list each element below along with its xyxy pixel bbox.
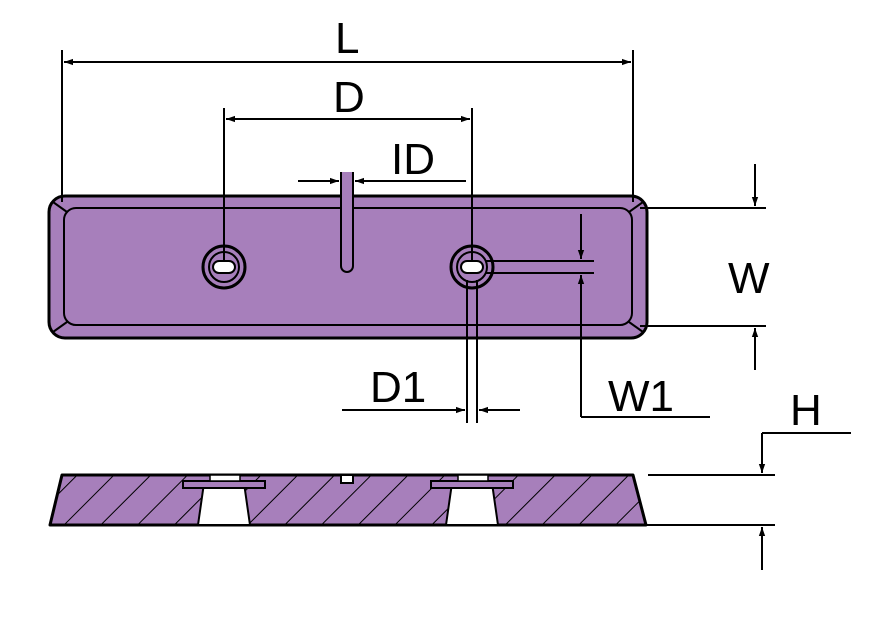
label-L: L <box>335 14 359 63</box>
section-slot-notch <box>340 474 354 484</box>
dimension-lines <box>61 50 851 570</box>
label-H: H <box>790 386 822 435</box>
label-W: W <box>728 254 770 303</box>
center-slot <box>340 172 354 273</box>
label-D: D <box>333 73 365 122</box>
top-view <box>47 172 649 340</box>
corner-bevels <box>52 201 644 333</box>
mounting-hole-left <box>201 244 247 290</box>
label-ID: ID <box>391 135 435 184</box>
label-D1: D1 <box>370 363 426 412</box>
dimension-labels: L D ID W W1 D1 H <box>333 14 822 435</box>
section-hole-left <box>182 474 266 526</box>
label-W1: W1 <box>608 372 674 421</box>
section-hole-right <box>430 474 514 526</box>
side-section-view <box>48 473 648 527</box>
